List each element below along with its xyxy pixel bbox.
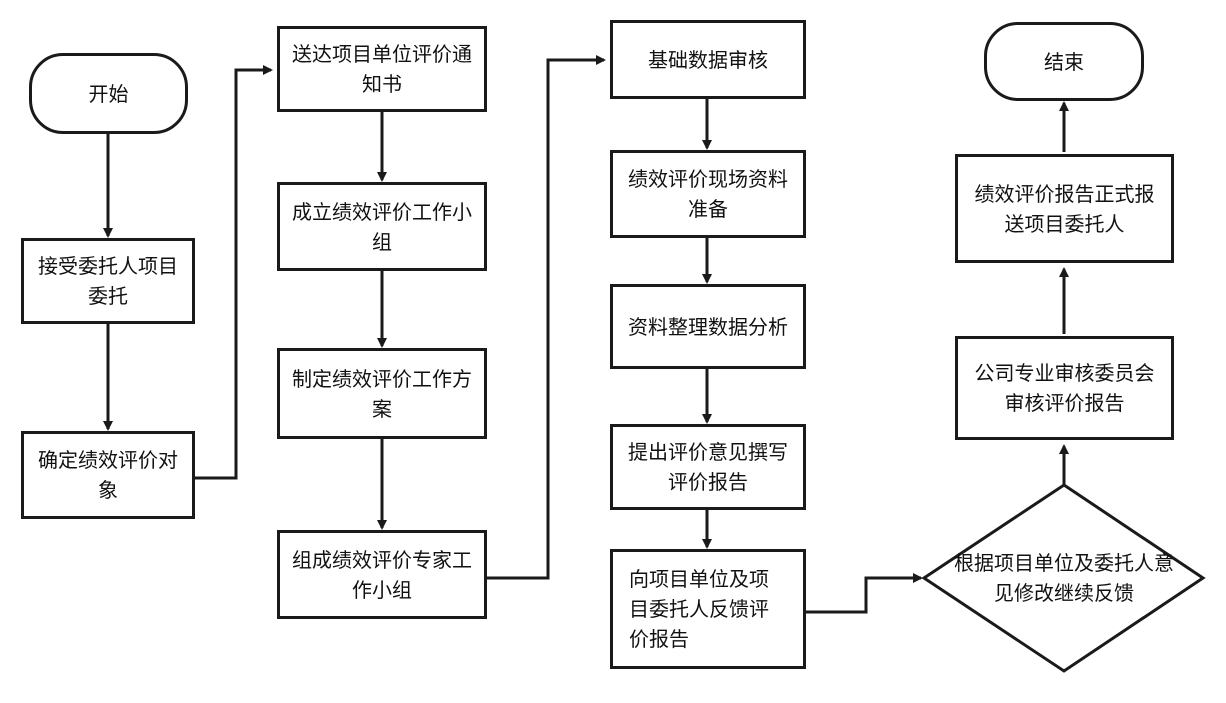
onsite-prep-box: 绩效评价现场资料准备 <box>610 150 806 238</box>
make-plan-label: 制定绩效评价工作方案 <box>292 366 472 421</box>
end-terminal: 结束 <box>984 22 1144 101</box>
send-notice-label: 送达项目单位评价通知书 <box>292 42 472 96</box>
opinion-label: 提出评价意见撰写评价报告 <box>628 440 788 494</box>
accept-commission-label: 接受委托人项目委托 <box>38 254 178 308</box>
make-plan-box: 制定绩效评价工作方案 <box>277 348 487 439</box>
data-review-box: 基础数据审核 <box>610 20 806 99</box>
determine-object-box: 确定绩效评价对象 <box>21 431 195 519</box>
expert-group-label: 组成绩效评价专家工作小组 <box>292 547 472 602</box>
accept-commission-box: 接受委托人项目委托 <box>21 238 195 324</box>
formal-report-box: 绩效评价报告正式报送项目委托人 <box>955 154 1174 263</box>
send-notice-box: 送达项目单位评价通知书 <box>277 26 487 112</box>
expert-group-box: 组成绩效评价专家工作小组 <box>277 530 487 619</box>
analysis-label: 资料整理数据分析 <box>628 314 788 339</box>
committee-review-label: 公司专业审核委员会审核评价报告 <box>974 361 1155 415</box>
analysis-box: 资料整理数据分析 <box>610 284 806 369</box>
arrow-determine-to-notice <box>195 65 273 480</box>
feedback-box: 向项目单位及项目委托人反馈评价报告 <box>610 549 806 669</box>
decision-label: 根据项目单位及委托人意见修改继续反馈 <box>954 551 1174 605</box>
data-review-label: 基础数据审核 <box>648 47 768 72</box>
decision-text: 根据项目单位及委托人意见修改继续反馈 <box>946 545 1182 611</box>
opinion-box: 提出评价意见撰写评价报告 <box>610 424 806 510</box>
decision-diamond <box>921 483 1206 673</box>
arrow-feedback-to-decision <box>806 573 923 614</box>
start-label: 开始 <box>88 81 129 106</box>
determine-object-label: 确定绩效评价对象 <box>38 448 178 502</box>
form-group-box: 成立绩效评价工作小组 <box>277 182 487 271</box>
end-label: 结束 <box>1044 49 1084 74</box>
onsite-prep-label: 绩效评价现场资料准备 <box>628 167 788 221</box>
committee-review-box: 公司专业审核委员会审核评价报告 <box>955 336 1174 440</box>
start-terminal: 开始 <box>29 53 188 134</box>
arrow-expert-to-review <box>487 55 606 580</box>
form-group-label: 成立绩效评价工作小组 <box>292 199 472 254</box>
feedback-label: 向项目单位及项目委托人反馈评价报告 <box>629 567 769 651</box>
formal-report-label: 绩效评价报告正式报送项目委托人 <box>974 181 1155 236</box>
